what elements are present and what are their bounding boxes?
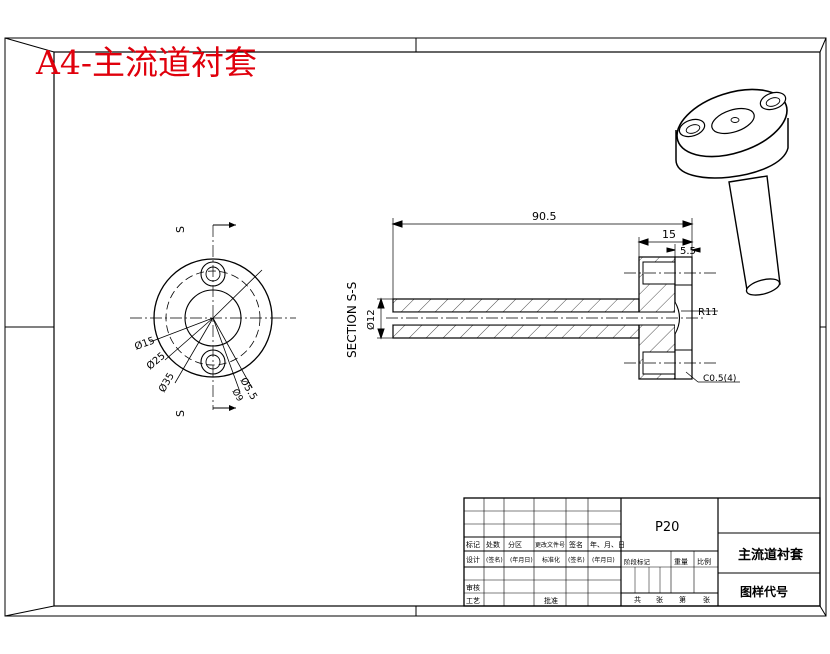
tb-sheets-unit-2: 张 [703,595,710,604]
tb-material: P20 [655,520,679,535]
section-letter-bottom: S [174,410,187,417]
sheet-title: A4-主流道衬套 [35,43,257,82]
tb-sheets-total: 共 [634,595,641,604]
dim-chamfer: C0.5(4) [703,374,736,384]
dim-flange-length: 15 [662,228,676,241]
sheet-frame [4,37,827,617]
tb-design-date: (年月日) [510,556,533,564]
dim-shank-diameter: Ø12 [365,309,377,330]
tb-process-label: 工艺 [466,597,480,605]
front-view [130,222,296,411]
tb-sheet-number: 第 [679,595,686,604]
section-view [377,218,740,383]
title-block-labels: 标记 处数 分区 更改文件号 签名 年、月、日 设计 (签名) (年月日) 标准… [466,540,711,605]
tb-design-label: 设计 [466,555,480,564]
isometric-view [675,88,789,296]
tb-design-sign: (签名) [486,556,503,564]
tb-header-zone: 分区 [508,540,522,549]
tb-stage-label: 阶段标记 [624,557,651,566]
title-block [463,497,821,607]
dim-d15: Ø15 [133,334,156,352]
tb-header-date: 年、月、日 [590,540,625,549]
tb-sheets-unit-1: 张 [656,595,663,604]
tb-review-label: 审核 [466,583,480,592]
dim-d35: Ø35 [156,371,177,395]
section-label: SECTION S-S [345,282,359,358]
dim-sprue-radius: R11 [698,307,718,318]
tb-standard-label: 标准化 [542,556,560,564]
dim-counterbore-depth: 5.5 [680,246,696,257]
tb-standard-date: (年月日) [592,556,615,564]
tb-header-sign: 签名 [569,540,583,549]
tb-standard-sign: (签名) [568,556,585,564]
tb-header-mark: 标记 [466,540,480,549]
section-letter-top: S [174,226,187,233]
dim-overall-length: 90.5 [532,210,557,223]
tb-scale-label: 比例 [697,557,711,566]
tb-drawing-code-label: 图样代号 [740,584,788,599]
tb-weight-label: 重量 [674,558,688,566]
tb-header-change-doc: 更改文件号 [535,541,565,549]
dim-d25: Ø25 [144,350,168,372]
tb-header-count: 处数 [486,540,500,549]
tb-part-name: 主流道衬套 [738,547,804,563]
tb-approve-label: 批准 [544,596,558,605]
